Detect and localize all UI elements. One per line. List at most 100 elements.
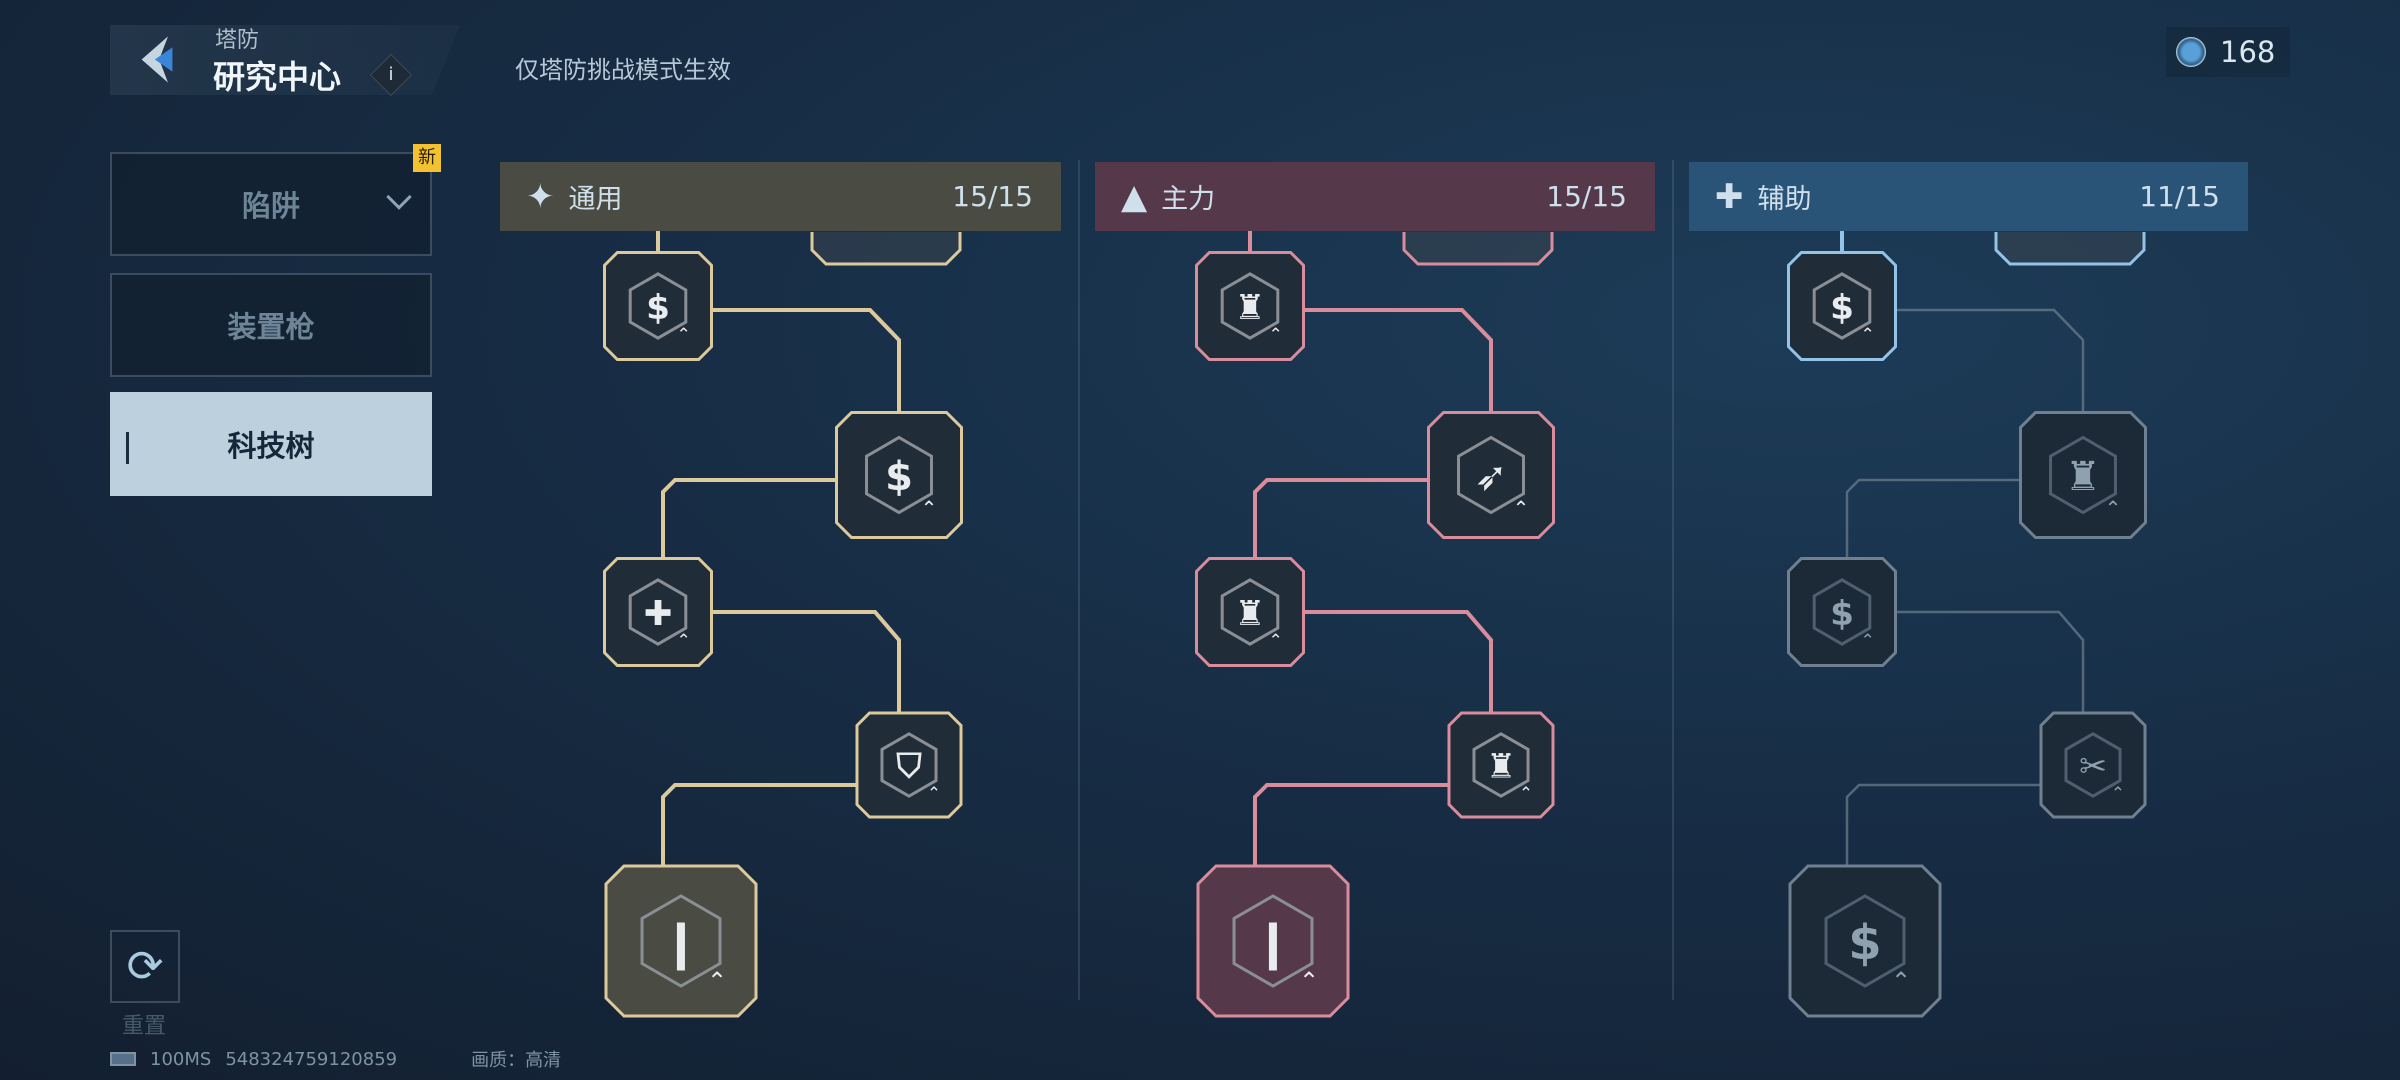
sidebar-item-device-gun[interactable]: 装置枪: [110, 273, 432, 377]
connector: [1253, 783, 1449, 866]
chevron-up-icon: ⌃: [1269, 631, 1283, 651]
ping: 100MS: [150, 1048, 212, 1070]
tech-node[interactable]: $⌃: [603, 251, 713, 361]
column-progress: 15/15: [952, 180, 1033, 213]
connector: [661, 783, 857, 866]
sidebar-item-tech-tree[interactable]: 科技树: [110, 392, 432, 496]
currency-display: 168: [2166, 27, 2290, 77]
node-frame: [603, 251, 713, 361]
tech-node[interactable]: ♜⌃: [1195, 251, 1305, 361]
refresh-icon: ⟳: [126, 941, 164, 992]
node-frame: [1195, 557, 1305, 667]
node-frame: [1787, 251, 1897, 361]
reset-label: 重置: [122, 1014, 167, 1039]
tech-node[interactable]: $⌃: [1787, 557, 1897, 667]
bullet-upgrade-icon: ❙: [1253, 915, 1293, 971]
node-hex: [1824, 894, 1906, 988]
sidebar-item-label: 科技树: [227, 429, 315, 463]
sidebar-item-label: 装置枪: [227, 310, 315, 344]
node-hex: [628, 578, 688, 646]
node-frame: [835, 411, 963, 539]
active-indicator: [126, 432, 129, 464]
tech-node[interactable]: ♜⌃: [1195, 557, 1305, 667]
tech-node[interactable]: ♜⌃: [2019, 411, 2147, 539]
bullet-upgrade-icon: ❙: [661, 915, 701, 971]
heal-heart-icon: ✚: [644, 594, 673, 634]
page-title: 研究中心: [213, 58, 342, 96]
quality-value: 高清: [525, 1050, 562, 1071]
connector: [1896, 308, 2085, 413]
tech-node[interactable]: $⌃: [1787, 251, 1897, 361]
currency-amount: 168: [2220, 35, 2276, 69]
tech-node[interactable]: ❙⌃: [1196, 864, 1350, 1018]
node-hex: [2064, 732, 2122, 798]
node-hex: [628, 272, 688, 340]
node-hex: [2049, 435, 2117, 515]
chevron-up-icon: ⌃: [1513, 496, 1530, 520]
column-divider: [1078, 160, 1080, 1000]
node-frame: [603, 557, 713, 667]
chevron-up-icon: ⌃: [927, 783, 941, 802]
partial-node: [1402, 232, 1554, 266]
node-hex: [1232, 894, 1314, 988]
tech-node[interactable]: ⛉⌃: [855, 711, 963, 819]
node-frame: [1196, 864, 1350, 1018]
money-boost-icon: $: [1830, 288, 1854, 328]
tech-node[interactable]: ❙⌃: [604, 864, 758, 1018]
money-boost-icon: $: [646, 288, 670, 328]
chevron-up-icon: ⌃: [1891, 967, 1911, 995]
node-hex: [1220, 272, 1280, 340]
node-hex: [1812, 578, 1872, 646]
back-arrow-icon[interactable]: [135, 32, 190, 87]
chevron-up-icon: ⌃: [921, 496, 938, 520]
tech-node[interactable]: ♜⌃: [1447, 711, 1555, 819]
connector: [1253, 478, 1429, 558]
node-frame: [1788, 864, 1942, 1018]
tech-node[interactable]: $⌃: [835, 411, 963, 539]
triangle-tower-icon: ▲: [1121, 176, 1148, 217]
tower-upgrade-icon: ♜: [1486, 746, 1516, 785]
money-wrench-icon: $: [885, 454, 913, 500]
reset-button[interactable]: ⟳: [110, 930, 180, 1003]
sidebar-item-traps[interactable]: 陷阱: [110, 152, 432, 256]
tech-node[interactable]: ➶⌃: [1427, 411, 1555, 539]
money-upgrade-icon: $: [1848, 915, 1881, 971]
connector: [1304, 610, 1493, 713]
mode-label: 塔防: [215, 28, 260, 53]
chevron-up-icon: ⌃: [1861, 325, 1875, 345]
money-wrench-icon: $: [1830, 594, 1854, 634]
node-frame: [604, 864, 758, 1018]
tools-icon: ✂: [2079, 746, 2107, 785]
chevron-up-icon: ⌃: [1519, 783, 1533, 802]
partial-node: [1994, 232, 2146, 266]
chevron-up-icon: ⌃: [1269, 325, 1283, 345]
tower-upgrade-icon: ♜: [1235, 288, 1266, 328]
battery-icon: [110, 1052, 136, 1066]
node-frame: [855, 711, 963, 819]
tech-node[interactable]: ✚⌃: [603, 557, 713, 667]
node-hex: [865, 435, 933, 515]
node-frame: [1447, 711, 1555, 819]
chevron-up-icon: ⌃: [1299, 967, 1319, 995]
node-frame: [1195, 251, 1305, 361]
new-badge: 新: [413, 144, 441, 172]
connector: [1304, 308, 1493, 413]
tower-upgrade-icon: ♜: [1235, 594, 1266, 634]
mode-note: 仅塔防挑战模式生效: [515, 56, 731, 84]
tech-node[interactable]: ✂⌃: [2039, 711, 2147, 819]
node-frame: [2039, 711, 2147, 819]
column-name: 通用: [568, 184, 623, 215]
chevron-up-icon: ⌃: [2105, 496, 2122, 520]
sidebar-item-label: 陷阱: [241, 189, 300, 223]
node-hex: [880, 732, 938, 798]
column-name: 辅助: [1757, 184, 1812, 215]
plus-cross-icon: ✚: [1715, 176, 1744, 217]
node-frame: [1787, 557, 1897, 667]
column-divider: [1672, 160, 1674, 1000]
partial-node: [810, 232, 962, 266]
tech-node[interactable]: $⌃: [1788, 864, 1942, 1018]
node-frame: [2019, 411, 2147, 539]
column-header-support: ✚ 辅助 11/15: [1689, 162, 2248, 231]
column-progress: 15/15: [1546, 180, 1627, 213]
